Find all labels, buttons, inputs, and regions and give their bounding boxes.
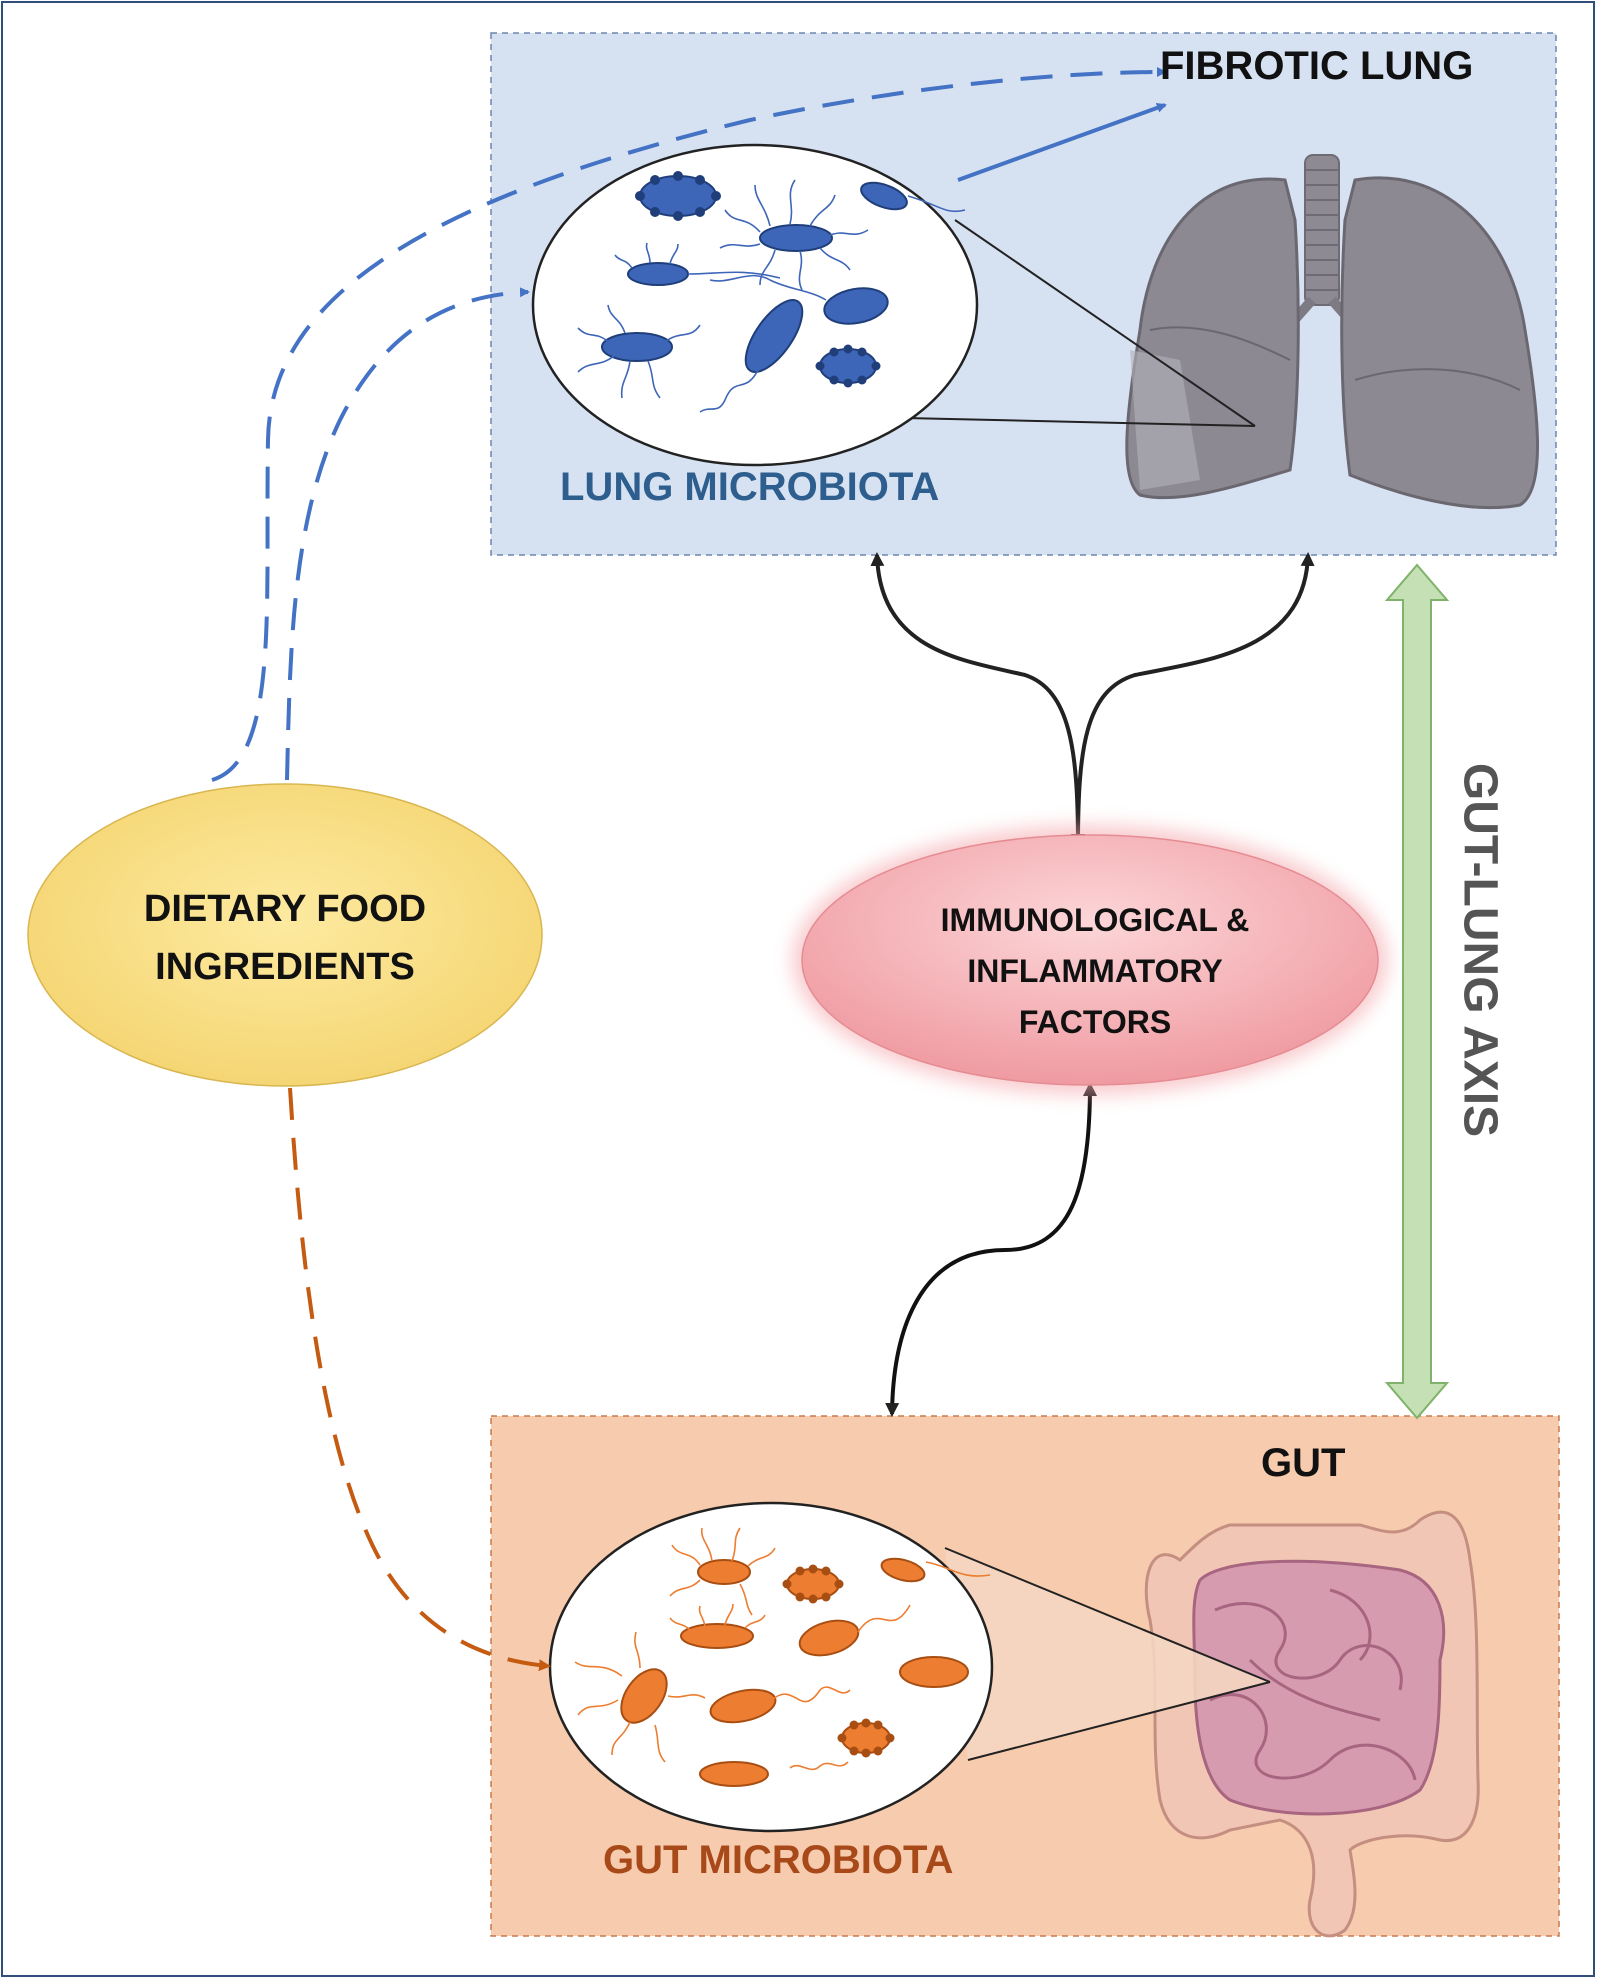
lung-to-immuno-arrow-right — [1076, 552, 1315, 846]
dietary-line-1: DIETARY FOOD — [143, 888, 427, 930]
immuno-line-3: FACTORS — [1018, 1004, 1172, 1040]
diet-to-fibrotic-arrow — [211, 67, 1167, 782]
gut-bacteria — [620, 1557, 969, 1787]
fibrotic-lung-title: FIBROTIC LUNG — [1160, 44, 1474, 88]
immuno-label: IMMUNOLOGICAL & INFLAMMATORY FACTORS — [800, 895, 1390, 1048]
immuno-line-1: IMMUNOLOGICAL & — [940, 902, 1250, 938]
gut-microbiota-label: GUT MICROBIOTA — [603, 1838, 954, 1882]
lungs-illustration — [1125, 154, 1539, 510]
dietary-ellipse — [27, 783, 543, 1087]
dietary-label: DIETARY FOOD INGREDIENTS — [70, 880, 500, 996]
microbiota-to-fibrotic-arrow — [957, 103, 1167, 182]
dietary-line-2: INGREDIENTS — [155, 946, 415, 988]
gut-lung-axis-arrow — [1384, 563, 1450, 1420]
immuno-gut-arrow — [885, 1082, 1097, 1417]
lung-magnifier-lines — [904, 219, 1256, 427]
gut-title: GUT — [1261, 1441, 1346, 1485]
immuno-ellipse — [801, 834, 1379, 1086]
diet-to-lung-microbiota-arrow — [285, 287, 530, 781]
gut-magnifier — [944, 1547, 1271, 1761]
lung-flagella — [577, 179, 966, 413]
intestine-illustration — [1144, 1510, 1480, 1938]
lung-microbiota-label: LUNG MICROBIOTA — [560, 465, 940, 509]
gut-flagella — [574, 1527, 991, 1771]
gut-lung-axis-label: GUT-LUNG AXIS — [1453, 762, 1507, 1138]
lung-to-immuno-arrow-left — [870, 552, 1085, 848]
lung-microbiota-circle — [531, 143, 979, 467]
immuno-line-2: INFLAMMATORY — [967, 953, 1223, 989]
lung-bacteria — [601, 171, 908, 388]
diet-to-gut-microbiota-arrow — [288, 1087, 551, 1672]
